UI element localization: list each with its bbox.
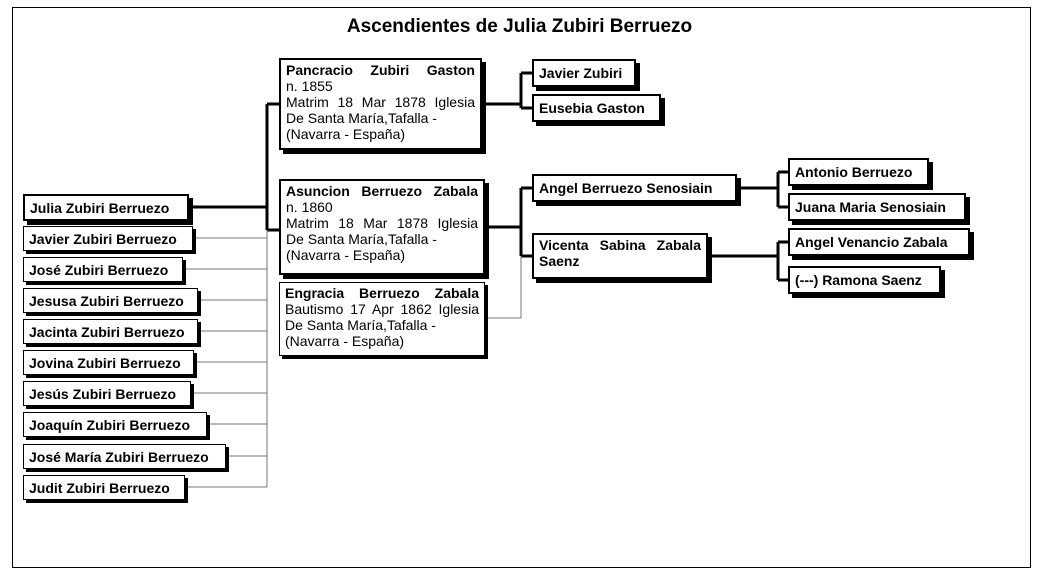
mgf-mother-box[interactable]: Juana Maria Senosiain	[788, 193, 966, 221]
sibling-name: Judit Zubiri Berruezo	[29, 480, 170, 496]
sibling-box[interactable]: Jovina Zubiri Berruezo	[23, 350, 194, 375]
sibling-box[interactable]: Jesusa Zubiri Berruezo	[23, 288, 198, 313]
father-marriage: Matrim 18 Mar 1878 Iglesia	[286, 94, 475, 110]
mother-place: De Santa María,Tafalla -	[286, 231, 437, 247]
paternal-grandmother-box[interactable]: Eusebia Gaston	[532, 94, 661, 122]
aunt-place: De Santa María,Tafalla -	[285, 317, 436, 333]
mother-name: Asuncion Berruezo Zabala	[286, 183, 478, 199]
sibling-box[interactable]: Judit Zubiri Berruezo	[23, 475, 185, 500]
father-birth: n. 1855	[286, 78, 333, 94]
root-person-box[interactable]: Julia Zubiri Berruezo	[23, 194, 189, 221]
paternal-grandmother-name: Eusebia Gaston	[539, 100, 645, 116]
paternal-grandfather-name: Javier Zubiri	[539, 65, 623, 81]
aunt-region: (Navarra - España)	[285, 333, 405, 349]
mother-marriage: Matrim 18 Mar 1878 Iglesia	[286, 215, 478, 231]
sibling-box[interactable]: José Zubiri Berruezo	[23, 257, 183, 282]
father-box[interactable]: Pancracio Zubiri Gaston n. 1855 Matrim 1…	[279, 58, 482, 150]
sibling-box[interactable]: Joaquín Zubiri Berruezo	[23, 412, 207, 437]
sibling-box[interactable]: Jacinta Zubiri Berruezo	[23, 319, 198, 344]
maternal-grandfather-name: Angel Berruezo Senosiain	[539, 180, 713, 196]
mgm-mother-name: (---) Ramona Saenz	[795, 272, 922, 288]
chart-title: Ascendientes de Julia Zubiri Berruezo	[346, 16, 693, 37]
aunt-name: Engracia Berruezo Zabala	[285, 285, 479, 301]
mgf-mother-name: Juana Maria Senosiain	[795, 199, 946, 215]
mother-birth: n. 1860	[286, 199, 333, 215]
father-place: De Santa María,Tafalla -	[286, 110, 437, 126]
mgm-mother-box[interactable]: (---) Ramona Saenz	[788, 266, 941, 294]
mgm-father-name: Angel Venancio Zabala	[795, 234, 948, 250]
sibling-name: Jacinta Zubiri Berruezo	[29, 324, 185, 340]
sibling-name: Jovina Zubiri Berruezo	[29, 355, 181, 371]
sibling-name: Joaquín Zubiri Berruezo	[29, 417, 191, 433]
aunt-box[interactable]: Engracia Berruezo Zabala Bautismo 17 Apr…	[279, 282, 485, 356]
father-region: (Navarra - España)	[286, 126, 406, 142]
mother-box[interactable]: Asuncion Berruezo Zabala n. 1860 Matrim …	[279, 179, 485, 275]
mother-region: (Navarra - España)	[286, 247, 406, 263]
paternal-grandfather-box[interactable]: Javier Zubiri	[532, 59, 636, 87]
mgf-father-name: Antonio Berruezo	[795, 164, 913, 180]
sibling-name: Jesusa Zubiri Berruezo	[29, 293, 184, 309]
sibling-box[interactable]: José María Zubiri Berruezo	[23, 444, 226, 469]
sibling-name: Javier Zubiri Berruezo	[29, 231, 177, 247]
maternal-grandmother-box[interactable]: Vicenta Sabina Zabala Saenz	[532, 233, 708, 279]
maternal-grandmother-name-line1: Vicenta Sabina Zabala	[539, 237, 701, 253]
sibling-name: Jesús Zubiri Berruezo	[29, 386, 177, 402]
root-person-name: Julia Zubiri Berruezo	[30, 200, 170, 216]
mgf-father-box[interactable]: Antonio Berruezo	[788, 158, 929, 186]
maternal-grandmother-name-line2: Saenz	[539, 253, 580, 269]
maternal-grandfather-box[interactable]: Angel Berruezo Senosiain	[532, 174, 737, 202]
father-name: Pancracio Zubiri Gaston	[286, 62, 475, 78]
aunt-baptism: Bautismo 17 Apr 1862 Iglesia	[285, 301, 479, 317]
sibling-name: José Zubiri Berruezo	[29, 262, 169, 278]
mgm-father-box[interactable]: Angel Venancio Zabala	[788, 228, 970, 256]
sibling-name: José María Zubiri Berruezo	[29, 449, 209, 465]
sibling-box[interactable]: Javier Zubiri Berruezo	[23, 226, 193, 251]
sibling-box[interactable]: Jesús Zubiri Berruezo	[23, 381, 191, 406]
chart-frame	[12, 7, 1031, 568]
